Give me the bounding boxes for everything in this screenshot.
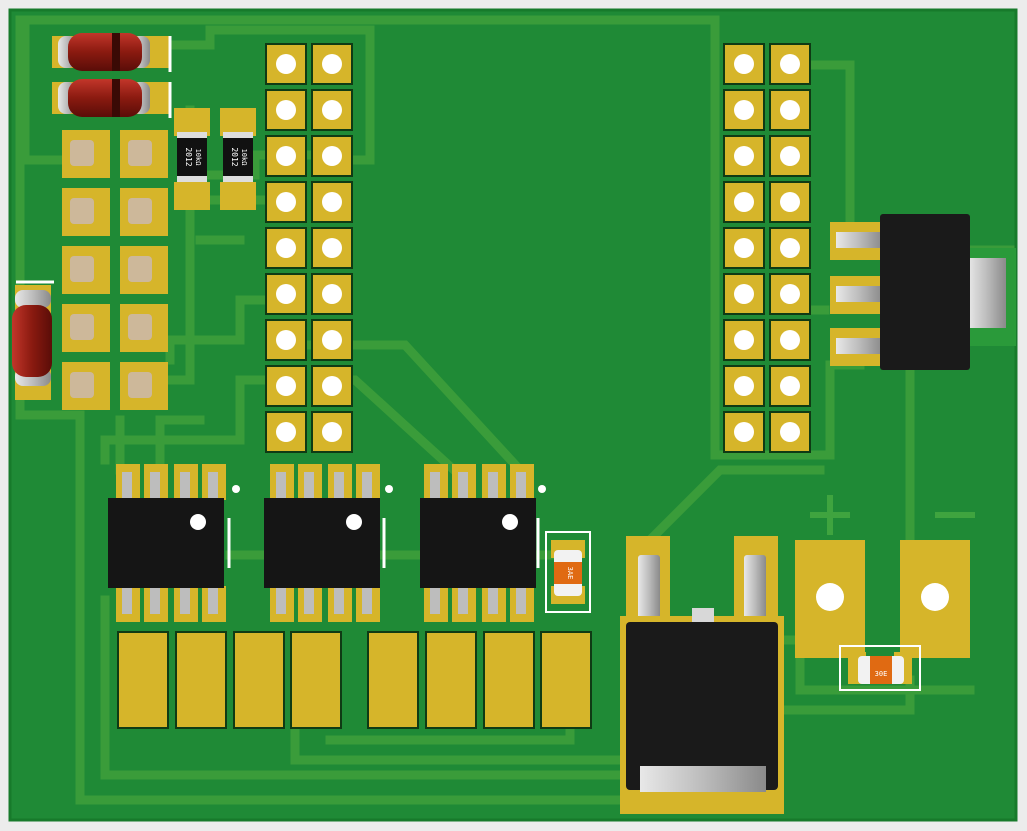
polarity-silkscreen: + − <box>0 0 975 535</box>
regulator-sot223 <box>830 214 1016 370</box>
pad-row-1 <box>62 130 168 178</box>
pcb-outline <box>8 8 1018 822</box>
diode-d3 <box>12 280 54 400</box>
pin-header-left <box>265 43 353 453</box>
resistor-r2: 2012 10kΩ <box>220 108 256 210</box>
ic-soic8-u3 <box>420 464 546 622</box>
plus-label: + <box>0 0 1 1</box>
power-terminal-positive <box>795 540 865 658</box>
power-terminal-negative <box>900 540 970 658</box>
pad-row-3 <box>62 246 168 294</box>
resistor-r1: 2012 10kΩ <box>174 108 210 210</box>
diode-d2 <box>52 79 172 118</box>
smd-cap-c1: 3AE <box>545 531 591 613</box>
pad-row-4 <box>62 304 168 352</box>
connector-pad-matrix <box>62 130 168 410</box>
smd-cap-c2: 30E <box>839 645 921 691</box>
pad-row-2 <box>62 188 168 236</box>
ic-soic8-u2 <box>264 464 393 622</box>
resistor-r1-value: 10kΩ <box>194 149 202 166</box>
smd-cap-c1-label: 3AE <box>566 567 574 580</box>
resistor-r2-value: 10kΩ <box>240 149 248 166</box>
minus-label: − <box>0 0 1 1</box>
diode-d1 <box>52 33 172 72</box>
pin-header-right <box>723 43 811 453</box>
regulator-dpak <box>620 536 784 814</box>
smd-cap-c2-label: 30E <box>875 670 888 678</box>
pad-row-5 <box>62 362 168 410</box>
smd-pad-row <box>117 631 592 729</box>
resistor-r1-label: 2012 <box>184 147 193 166</box>
resistor-r2-label: 2012 <box>230 147 239 166</box>
ic-soic8-u1 <box>108 464 240 622</box>
